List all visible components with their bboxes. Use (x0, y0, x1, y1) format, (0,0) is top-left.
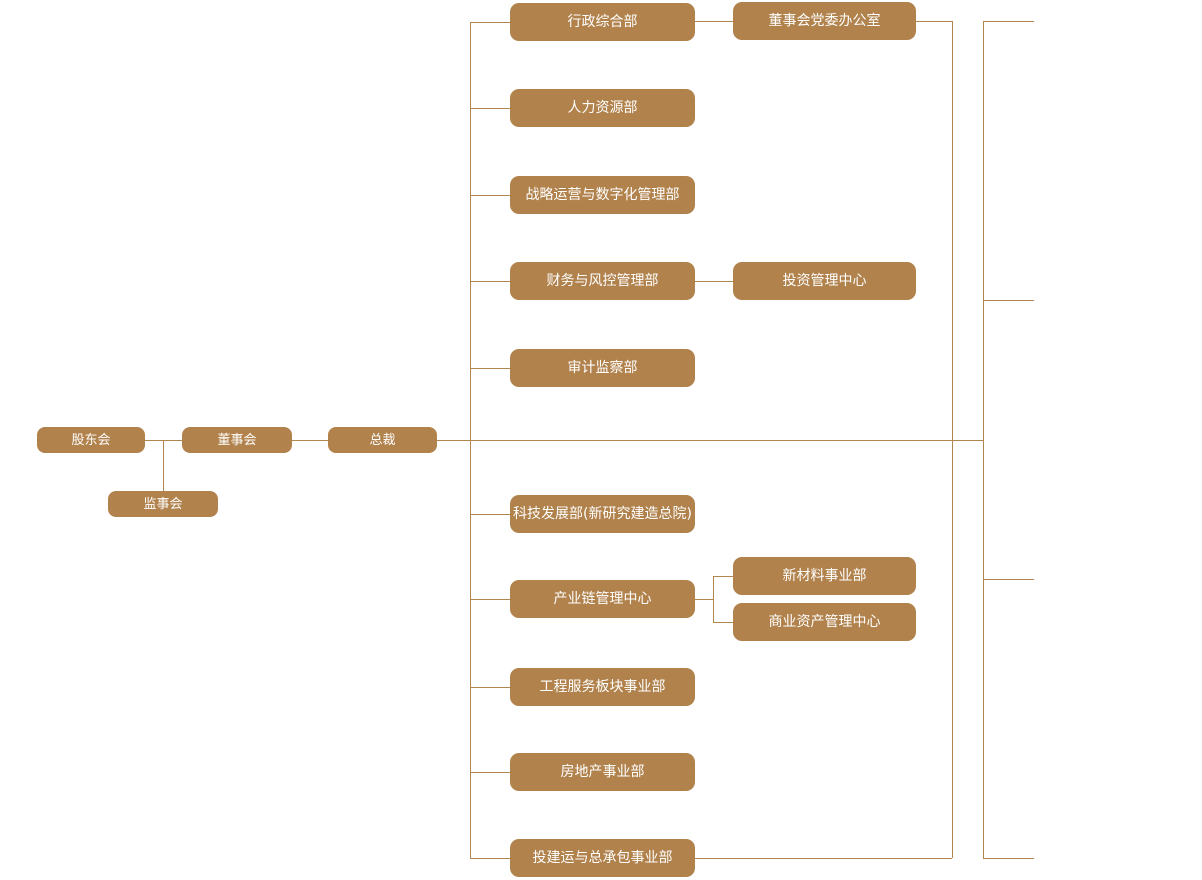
node-tech-development-dept: 科技发展部(新研究建造总院) (510, 495, 695, 533)
connector-stub-strategy (470, 195, 510, 196)
connector-stub-epc (470, 858, 510, 859)
connector-board-party-office-rail (916, 21, 952, 22)
connector-finance-investment (695, 281, 733, 282)
connector-admin-board-party-office (695, 21, 733, 22)
connector-stub-real-estate (470, 772, 510, 773)
connector-right-rail-1 (952, 21, 953, 858)
connector-stub-new-materials (713, 576, 733, 577)
node-new-materials-bu: 新材料事业部 (733, 557, 916, 595)
connector-offcanvas-stub-2 (983, 300, 1034, 301)
connector-stub-audit (470, 368, 510, 369)
connector-department-trunk (470, 22, 471, 858)
connector-offcanvas-stub-1 (983, 21, 1034, 22)
node-audit-supervision-dept: 审计监察部 (510, 349, 695, 387)
node-finance-risk-dept: 财务与风控管理部 (510, 262, 695, 300)
node-admin-general-dept: 行政综合部 (510, 3, 695, 41)
node-investment-construction-epc-bu: 投建运与总承包事业部 (510, 839, 695, 877)
connector-epc-rail (695, 858, 952, 859)
connector-stub-tech (470, 514, 510, 515)
connector-supervisory-drop (163, 440, 164, 491)
node-shareholders-meeting: 股东会 (37, 427, 145, 453)
node-commercial-asset-center: 商业资产管理中心 (733, 603, 916, 641)
connector-offcanvas-stub-4 (983, 858, 1034, 859)
node-real-estate-bu: 房地产事业部 (510, 753, 695, 791)
connector-stub-commercial-assets (713, 622, 733, 623)
connector-stub-industry-chain (470, 599, 510, 600)
node-president: 总裁 (328, 427, 437, 453)
connector-industry-chain-bracket (713, 576, 714, 622)
connector-right-rail-2 (983, 21, 984, 858)
node-engineering-services-bu: 工程服务板块事业部 (510, 668, 695, 706)
connector-industry-chain-out (695, 599, 713, 600)
connector-stub-finance (470, 281, 510, 282)
connector-offcanvas-stub-3 (983, 579, 1034, 580)
node-industry-chain-center: 产业链管理中心 (510, 580, 695, 618)
connector-president-main (437, 440, 983, 441)
connector-stub-hr (470, 108, 510, 109)
node-strategy-digital-dept: 战略运营与数字化管理部 (510, 176, 695, 214)
connector-board-president (292, 440, 328, 441)
node-hr-dept: 人力资源部 (510, 89, 695, 127)
node-supervisory-board: 监事会 (108, 491, 218, 517)
node-board-of-directors: 董事会 (182, 427, 292, 453)
node-board-party-office: 董事会党委办公室 (733, 2, 916, 40)
node-investment-management-center: 投资管理中心 (733, 262, 916, 300)
connector-stub-admin (470, 22, 510, 23)
connector-stub-engineering (470, 687, 510, 688)
